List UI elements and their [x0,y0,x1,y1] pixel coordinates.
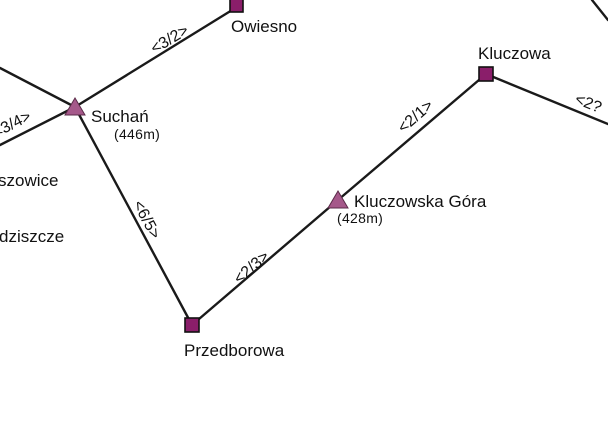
trail-suchan-southwest [0,105,77,147]
trail-suchan-przedborowa [73,105,194,327]
square-junction-icon [478,66,494,82]
elevation-label-suchan: (446m) [114,126,160,142]
route-marker-przedborowa-kluczowska: <2/3> [231,248,273,288]
trail-northeast-edge [590,0,608,22]
place-label-owiesno: Owiesno [231,17,297,36]
route-marker-kluczowska-kluczowa: <2/1> [395,97,437,137]
place-label-kluczowa: Kluczowa [478,44,551,63]
trail-west-to-suchan [0,66,77,109]
route-marker-owiesno-suchan: <3/2> [148,22,192,58]
place-label-kluczowska-gora: Kluczowska Góra [354,192,487,211]
place-label-suchan: Suchań [91,107,149,126]
place-label-partial-dziszcze: dziszcze [0,227,64,246]
square-junction-icon [184,317,200,333]
elevation-label-kluczowska-gora: (428m) [337,210,383,226]
place-label-partial-szowice: szowice [0,171,58,190]
trail-kluczowa-east [484,72,608,126]
route-marker-kluczowa-east: <2? [572,91,604,117]
place-label-przedborowa: Przedborowa [184,341,285,360]
trail-kluczowska-kluczowa [336,72,488,202]
square-junction-icon [229,0,244,13]
triangle-peak-icon [327,190,349,209]
triangle-peak-icon [64,97,86,116]
trail-przedborowa-kluczowska [190,198,340,327]
trail-owiesno-suchan [73,5,239,109]
